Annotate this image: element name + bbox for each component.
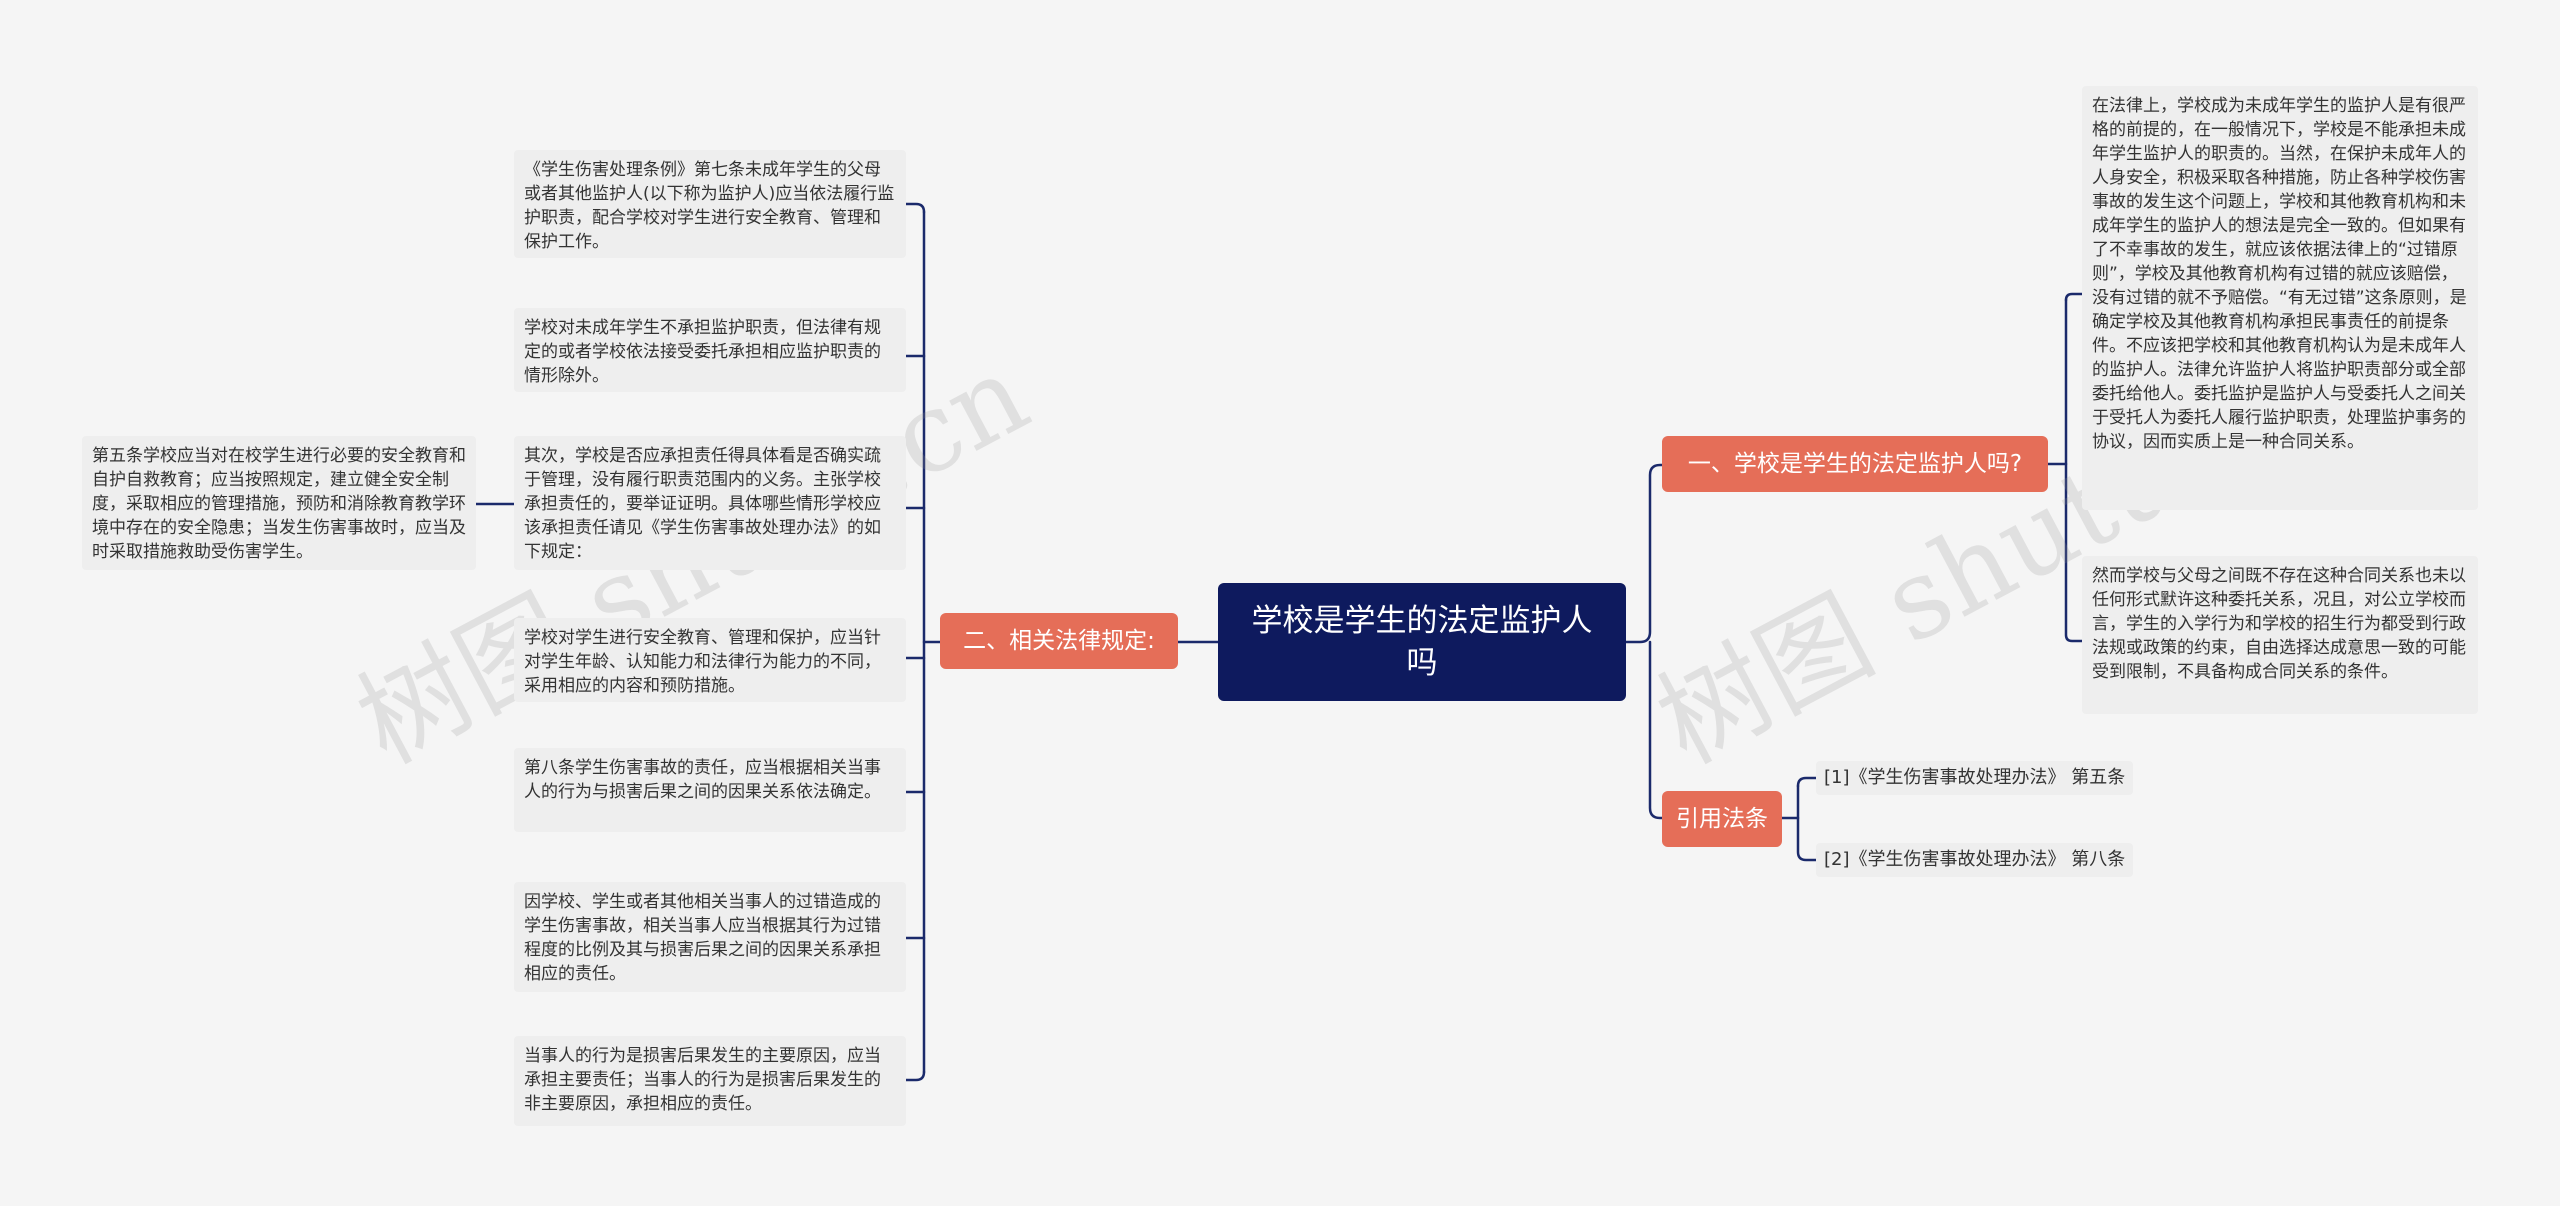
leaf-no-contract-relation: 然而学校与父母之间既不存在这种合同关系也未以任何形式默许这种委托关系，况且，对公… [2082,556,2478,714]
link-root-right [1623,463,1664,644]
branch-cited-laws[interactable]: 引用法条 [1662,791,1782,847]
ref-article-8[interactable]: [2]《学生伤害事故处理办法》 第八条 [1816,843,2134,877]
leaf-burden-of-proof: 其次，学校是否应承担责任得具体看是否确实疏于管理，没有履行职责范围内的义务。主张… [514,436,906,570]
leaf-article-8: 第八条学生伤害事故的责任，应当根据相关当事人的行为与损害后果之间的因果关系依法确… [514,748,906,832]
leaf-article-5: 第五条学校应当对在校学生进行必要的安全教育和自护自救教育；应当按照规定，建立健全… [82,436,476,570]
leaf-legal-explanation: 在法律上，学校成为未成年学生的监护人是有很严格的前提的，在一般情况下，学校是不能… [2082,86,2478,510]
leaf-article-7: 《学生伤害处理条例》第七条未成年学生的父母或者其他监护人(以下称为监护人)应当依… [514,150,906,258]
leaf-main-cause: 当事人的行为是损害后果发生的主要原因，应当承担主要责任；当事人的行为是损害后果发… [514,1036,906,1126]
leaf-no-guardian-duty: 学校对未成年学生不承担监护职责，但法律有规定的或者学校依法接受委托承担相应监护职… [514,308,906,392]
branch-is-school-guardian[interactable]: 一、学校是学生的法定监护人吗? [1662,436,2048,492]
ref-article-5[interactable]: [1]《学生伤害事故处理办法》 第五条 [1816,761,2134,795]
leaf-fault-proportion: 因学校、学生或者其他相关当事人的过错造成的学生伤害事故，相关当事人应当根据其行为… [514,882,906,992]
link-root-right2 [1648,640,1664,820]
branch-related-laws[interactable]: 二、相关法律规定: [940,613,1178,669]
root-topic[interactable]: 学校是学生的法定监护人吗 [1218,583,1626,701]
leaf-safety-education: 学校对学生进行安全教育、管理和保护，应当针对学生年龄、认知能力和法律行为能力的不… [514,618,906,702]
